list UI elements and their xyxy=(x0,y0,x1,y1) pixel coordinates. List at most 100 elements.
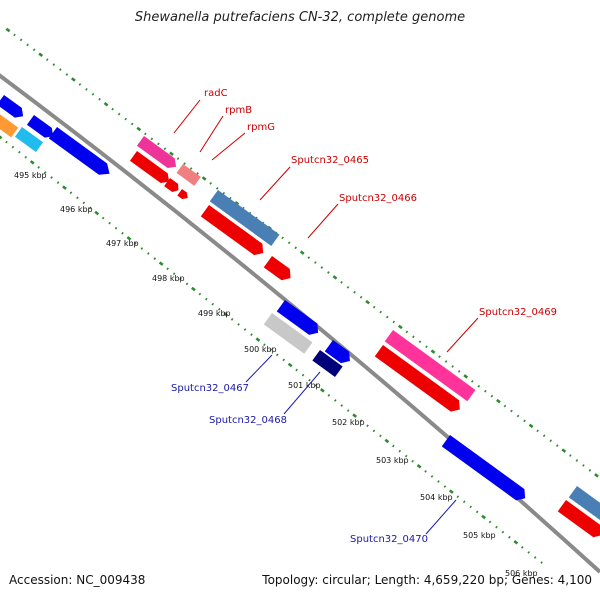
label-sputcn32-0466: Sputcn32_0466 xyxy=(339,193,417,204)
kbp-label: 497 kbp xyxy=(106,239,139,248)
minor-tick xyxy=(462,500,466,504)
minor-tick xyxy=(242,206,245,210)
leader-0465 xyxy=(259,166,291,201)
minor-tick xyxy=(45,58,49,62)
major-tick xyxy=(365,299,371,305)
minor-tick xyxy=(392,444,395,448)
length-value: 4,659,220 bp xyxy=(423,573,504,587)
minor-tick xyxy=(340,280,343,284)
gene-left-blue-top xyxy=(0,95,24,118)
minor-tick xyxy=(501,530,505,534)
kbp-label: 506 kbp xyxy=(505,569,538,578)
minor-tick xyxy=(263,343,266,347)
leader-rpmB xyxy=(199,115,224,153)
minor-tick xyxy=(520,545,524,549)
inner-tick-track xyxy=(0,135,543,564)
label-rpmB: rpmB xyxy=(225,105,252,116)
minor-tick xyxy=(144,132,147,136)
leader-0470 xyxy=(425,499,457,535)
minor-tick xyxy=(98,97,101,101)
minor-tick xyxy=(101,216,105,220)
minor-tick xyxy=(11,145,15,149)
major-tick xyxy=(397,324,403,330)
minor-tick xyxy=(588,469,592,472)
minor-tick xyxy=(418,340,422,344)
minor-tick xyxy=(495,525,498,529)
minor-tick xyxy=(111,107,114,111)
gene-sputcn32-0470 xyxy=(441,435,526,501)
minor-tick xyxy=(490,394,494,398)
minor-tick xyxy=(185,282,189,286)
major-tick xyxy=(158,261,164,266)
minor-tick xyxy=(359,419,363,423)
minor-tick xyxy=(366,424,369,428)
minor-tick xyxy=(484,389,487,393)
topology-value: circular xyxy=(322,573,367,587)
minor-tick xyxy=(237,323,240,326)
minor-tick xyxy=(121,231,124,235)
minor-tick xyxy=(275,353,279,357)
major-tick xyxy=(513,540,519,545)
minor-tick xyxy=(451,365,454,368)
minor-tick xyxy=(153,257,157,260)
minor-tick xyxy=(536,429,539,433)
accession-footer: Accession: NC_009438 xyxy=(9,573,145,587)
label-radC: radC xyxy=(204,88,228,99)
minor-tick xyxy=(172,272,176,276)
topology-footer: Topology: circular; Length: 4,659,220 bp… xyxy=(262,573,592,587)
minor-tick xyxy=(198,292,202,296)
minor-tick xyxy=(411,459,414,463)
minor-tick xyxy=(117,112,121,116)
minor-tick xyxy=(32,48,36,52)
minor-tick xyxy=(346,409,350,412)
minor-tick xyxy=(217,307,221,311)
gene-sputcn32-0468 xyxy=(312,350,343,377)
gene-left-orange xyxy=(0,110,19,138)
minor-tick xyxy=(65,73,69,76)
minor-tick xyxy=(404,454,408,458)
leader-rpmG xyxy=(211,132,246,161)
minor-tick xyxy=(78,83,82,86)
major-tick xyxy=(255,337,261,342)
minor-tick xyxy=(549,439,553,443)
major-tick xyxy=(223,312,229,317)
minor-tick xyxy=(281,236,284,240)
major-tick xyxy=(416,464,422,469)
minor-tick xyxy=(179,277,182,281)
minor-tick xyxy=(50,176,53,179)
major-tick xyxy=(594,473,599,478)
major-tick xyxy=(126,236,132,241)
minor-tick xyxy=(26,43,29,47)
major-tick xyxy=(352,413,358,418)
major-tick xyxy=(430,349,436,354)
gene-red-0469-partner xyxy=(374,345,460,412)
kbp-label: 505 kbp xyxy=(463,531,496,540)
kbp-label: 504 kbp xyxy=(420,493,453,502)
minor-tick xyxy=(37,166,40,169)
accession-label: Accession: xyxy=(9,573,73,587)
minor-tick xyxy=(398,449,402,453)
major-tick xyxy=(332,275,338,280)
major-tick xyxy=(103,101,109,107)
length-label: Length: xyxy=(374,573,421,587)
leader-0468 xyxy=(283,371,321,415)
minor-tick xyxy=(540,561,543,564)
leader-0466 xyxy=(307,203,339,239)
minor-tick xyxy=(114,226,118,230)
minor-tick xyxy=(209,182,213,185)
minor-tick xyxy=(82,201,86,205)
minor-tick xyxy=(140,247,144,250)
minor-tick xyxy=(444,360,448,363)
gene-right-red xyxy=(557,500,600,538)
minor-tick xyxy=(124,117,127,121)
minor-tick xyxy=(372,305,376,309)
label-sputcn32-0465: Sputcn32_0465 xyxy=(291,155,369,166)
minor-tick xyxy=(308,378,311,382)
major-tick xyxy=(481,514,486,520)
major-tick xyxy=(38,52,44,57)
gene-sputcn32-0466 xyxy=(200,205,264,256)
minor-tick xyxy=(163,147,167,151)
minor-tick xyxy=(157,142,160,146)
minor-tick xyxy=(542,434,546,438)
outer-tick-track xyxy=(5,27,599,478)
